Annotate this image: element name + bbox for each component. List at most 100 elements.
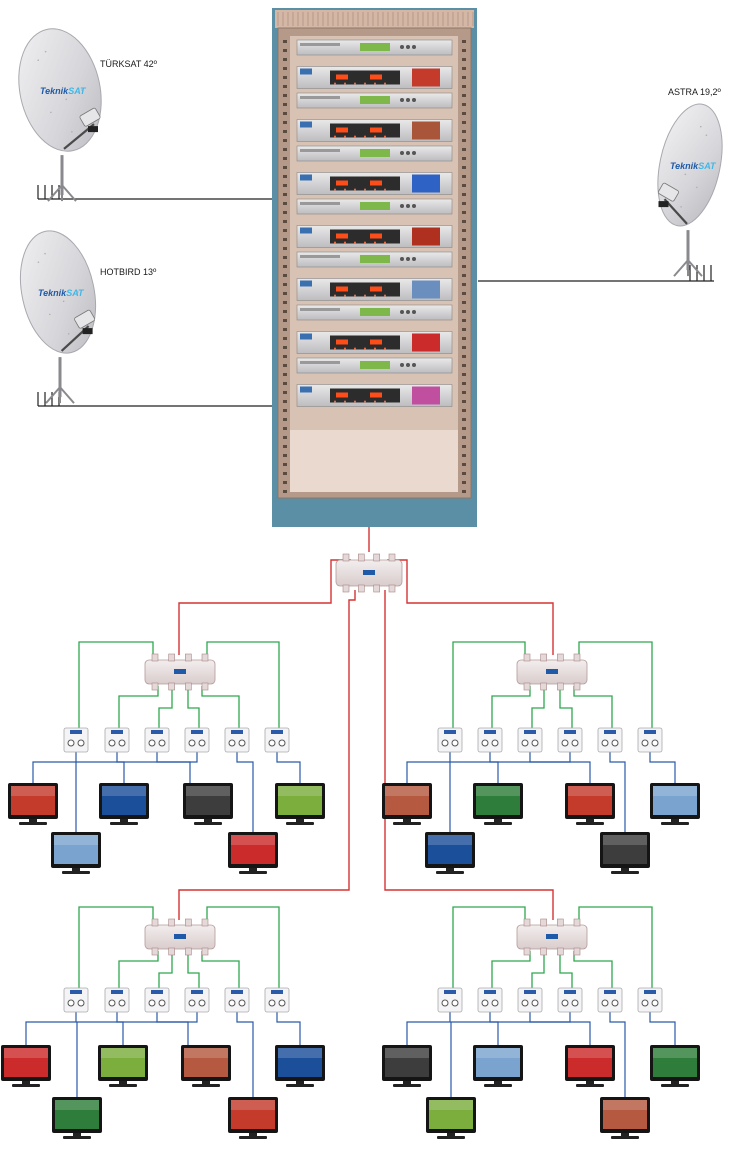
dish-leg [61,184,77,202]
tv-neck [249,1133,257,1136]
device-lcd [360,43,390,51]
rack-rail-hole [283,328,287,331]
splitter-port [168,682,175,691]
tv-screen [603,1100,647,1129]
outlet-cable [449,752,571,832]
tv-screen [55,1100,99,1129]
outlet-cable [609,752,626,832]
trunk-cables [178,526,554,920]
rack-rail-hole [462,292,466,295]
device-led [384,347,386,350]
tv-stand [109,1084,137,1087]
wall-outlet [104,987,130,1013]
tv-stand [110,822,138,825]
device-display [330,388,400,403]
device-led [364,188,366,191]
dish-rivet [67,333,70,335]
rack-rail-hole [283,391,287,394]
tv-neck [403,1081,411,1084]
dish-rivet [672,164,675,166]
tv-screen-glare [385,786,429,796]
display-digits [336,392,348,398]
dish-leg [673,259,689,277]
device-led [364,82,366,85]
tv-neck [202,1081,210,1084]
brand-prefix: Teknik [670,161,699,171]
wall-outlet [224,727,250,753]
device-led [364,400,366,403]
tv-screen-glare [102,786,146,796]
dish-rivet [684,173,687,176]
brand-prefix: Teknik [40,86,69,96]
modulator-unit [296,331,453,354]
outlet-socket [238,739,246,747]
device-lcd [360,361,390,369]
dish-rivet [44,50,47,53]
tv-stand [19,822,47,825]
splitter-port [523,918,531,927]
tv-neck [296,1081,304,1084]
device-led [374,188,376,191]
device-led [334,82,336,85]
display-digits [336,233,348,239]
display-digits [370,392,382,398]
rack-rail-hole [283,472,287,475]
outlet-socket [268,739,276,747]
rack-rail-hole [462,265,466,268]
dish-rivet [50,111,52,114]
outlet-cable [116,1012,124,1045]
satellite-label-astra: ASTRA 19,2º [668,87,722,97]
outlet-socket [571,999,579,1007]
splitter-port [557,918,564,927]
rack-rail-hole [462,49,466,52]
outlet-socket [491,739,499,747]
tv-stand [393,1084,421,1087]
tv-screen-glare [4,1048,48,1058]
tv-screen [11,786,55,815]
device-display [330,335,400,350]
rack-rail-hole [462,427,466,430]
splitter [144,918,216,956]
outlet-cable [649,752,676,783]
tv-screen [568,1048,612,1077]
outlet-cable [649,1012,676,1045]
display-digits [370,286,382,292]
rack-rail-hole [462,40,466,43]
device-led [374,82,376,85]
lnb-head [658,182,679,202]
rack-rail-hole [462,85,466,88]
splitter-port [358,553,365,562]
outlet-socket [278,739,286,747]
rack-rail-hole [283,139,287,142]
tv-neck [204,819,212,822]
branch-cable [578,641,653,728]
device-logo-badge [300,280,312,287]
tv-neck [296,819,304,822]
device-led [334,400,336,403]
lnb-clamp [82,328,93,335]
tv-stand [286,822,314,825]
device-logo-badge [300,121,312,128]
device-knob [400,310,404,314]
trunk-cable [178,590,356,920]
rack-rail-hole [283,346,287,349]
rack-rail-hole [462,445,466,448]
tv-neck [494,819,502,822]
device-led [374,400,376,403]
tv-preview-studio [412,227,440,246]
branch-cable [78,641,154,728]
device-led [374,135,376,138]
outlet-cable [406,1012,451,1045]
tv-screen-glare [101,1048,145,1058]
device-led [364,347,366,350]
branch-cable [206,641,280,728]
tv-stand [192,1084,220,1087]
rack-rail-hole [283,418,287,421]
tv-stand [611,1136,639,1139]
lnb-clamp [658,201,669,208]
rack-rail-hole [283,121,287,124]
tv-screen [4,1048,48,1077]
tv-screen-glare [568,1048,612,1058]
rack-empty-bay [290,430,458,492]
tv-screen-glare [476,786,520,796]
